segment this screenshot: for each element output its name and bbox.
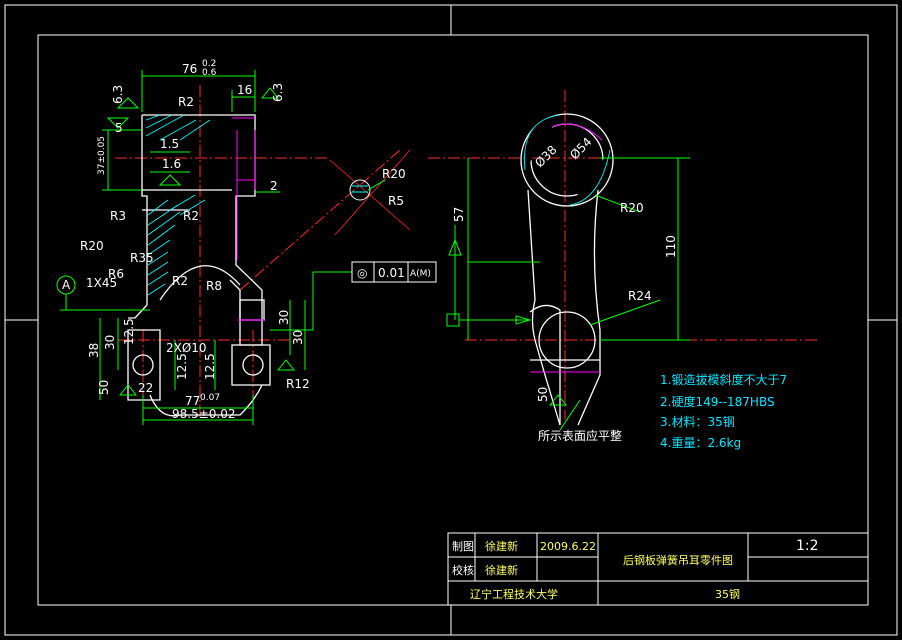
detail-r5: R5 bbox=[388, 194, 404, 208]
dim-12-5c: 12.5 bbox=[203, 353, 217, 380]
title-block-texts: 制图 徐建新 2009.6.22 校核 徐建新 后钢板弹簧吊耳零件图 1:2 辽… bbox=[452, 538, 819, 601]
dim-v2-50: 50 bbox=[536, 387, 550, 402]
title-block bbox=[447, 532, 869, 606]
datum-a-symbol: A bbox=[56, 275, 76, 310]
dim-rough2: 6.3 bbox=[271, 83, 285, 102]
dim-12-5b: 12.5 bbox=[175, 353, 189, 380]
dim-top-tol-up: 0.2 bbox=[202, 59, 216, 69]
gdt-frame: ◎ 0.01 A(M) bbox=[351, 261, 437, 283]
dim-16: 16 bbox=[237, 83, 252, 97]
tb-check-name: 徐建新 bbox=[485, 563, 518, 577]
dim-v2-110: 110 bbox=[664, 235, 678, 258]
view1-hatch bbox=[145, 114, 211, 296]
detail-view: R20 R5 bbox=[329, 149, 411, 236]
tb-check-label: 校核 bbox=[452, 563, 474, 577]
dim-v2-note: 所示表面应平整 bbox=[538, 428, 622, 443]
tb-date: 2009.6.22 bbox=[540, 540, 596, 553]
dim-30r: 30 bbox=[277, 310, 291, 325]
dim-50: 50 bbox=[97, 380, 111, 395]
dim-30r2: 30 bbox=[291, 330, 305, 345]
dim-hole2: 2XØ10 bbox=[166, 341, 207, 355]
tb-scale: 1:2 bbox=[796, 538, 819, 554]
dim-top-tol-dn: 0.6 bbox=[202, 68, 217, 78]
tb-school: 辽宁工程技术大学 bbox=[470, 587, 558, 601]
gdt-symbol: ◎ bbox=[357, 266, 367, 280]
dim-r6: R6 bbox=[108, 267, 124, 281]
gdt-tolerance: 0.01 bbox=[378, 266, 405, 280]
dim-r35: R35 bbox=[130, 251, 154, 265]
view2-hatch bbox=[524, 114, 611, 206]
dim-v2-r24: R24 bbox=[628, 289, 652, 303]
dim-rough1: 6.3 bbox=[111, 85, 125, 104]
detail-r20: R20 bbox=[382, 167, 406, 181]
dim-38: 38 bbox=[87, 343, 101, 358]
view1-centerlines bbox=[115, 85, 401, 420]
note-1: 1.锻造拔模斜度不大于7 bbox=[660, 372, 787, 387]
tb-drawn-label: 制图 bbox=[452, 540, 474, 553]
dim-r3: R3 bbox=[110, 209, 126, 223]
dim-2: 2 bbox=[270, 179, 278, 193]
dim-12-5a: 12.5 bbox=[122, 318, 136, 345]
dim-1-6: 1.6 bbox=[162, 157, 181, 171]
view1-hidden bbox=[232, 117, 256, 260]
note-4: 4.重量：2.6kg bbox=[660, 436, 741, 450]
view2-centerlines bbox=[428, 90, 820, 420]
view1-dim-texts: 76 0.2 0.6 R2 16 6.3 6.3 5 37±0.05 1.5 1… bbox=[80, 59, 310, 421]
dim-r2-low: R2 bbox=[172, 274, 188, 288]
dim-v2-57: 57 bbox=[452, 207, 466, 222]
dim-r2-mid: R2 bbox=[183, 209, 199, 223]
dim-1-5: 1.5 bbox=[160, 137, 179, 151]
view1-dimlines bbox=[60, 70, 352, 425]
sheet-border bbox=[4, 4, 898, 636]
view2-dimlines bbox=[446, 157, 690, 431]
dim-r8: R8 bbox=[206, 279, 222, 293]
dim-r2-top: R2 bbox=[178, 95, 194, 109]
tb-material: 35钢 bbox=[715, 588, 740, 601]
dim-5: 5 bbox=[115, 121, 123, 135]
view1-outline bbox=[127, 114, 271, 417]
dim-r12: R12 bbox=[286, 377, 310, 391]
dim-v2-r20: R20 bbox=[620, 201, 644, 215]
dim-22: 22 bbox=[138, 381, 153, 395]
note-2: 2.硬度149--187HBS bbox=[660, 394, 775, 409]
tb-title: 后钢板弹簧吊耳零件图 bbox=[623, 553, 733, 567]
gdt-datum: A(M) bbox=[410, 269, 431, 279]
tb-drawn-name: 徐建新 bbox=[485, 539, 518, 553]
dim-77: 77 bbox=[185, 394, 200, 408]
dim-37: 37±0.05 bbox=[97, 136, 107, 175]
dim-r20: R20 bbox=[80, 239, 104, 253]
datum-a-label: A bbox=[62, 278, 71, 292]
technical-notes: 1.锻造拔模斜度不大于7 2.硬度149--187HBS 3.材料：35钢 4.… bbox=[660, 372, 787, 450]
note-3: 3.材料：35钢 bbox=[660, 415, 735, 429]
dim-top-len: 76 bbox=[182, 62, 197, 76]
dim-30: 30 bbox=[103, 335, 117, 350]
dim-77-tol: 0.07 bbox=[200, 393, 220, 403]
dim-98: 98.5±0.02 bbox=[172, 407, 236, 421]
dim-chamfer: 1X45 bbox=[86, 276, 117, 290]
